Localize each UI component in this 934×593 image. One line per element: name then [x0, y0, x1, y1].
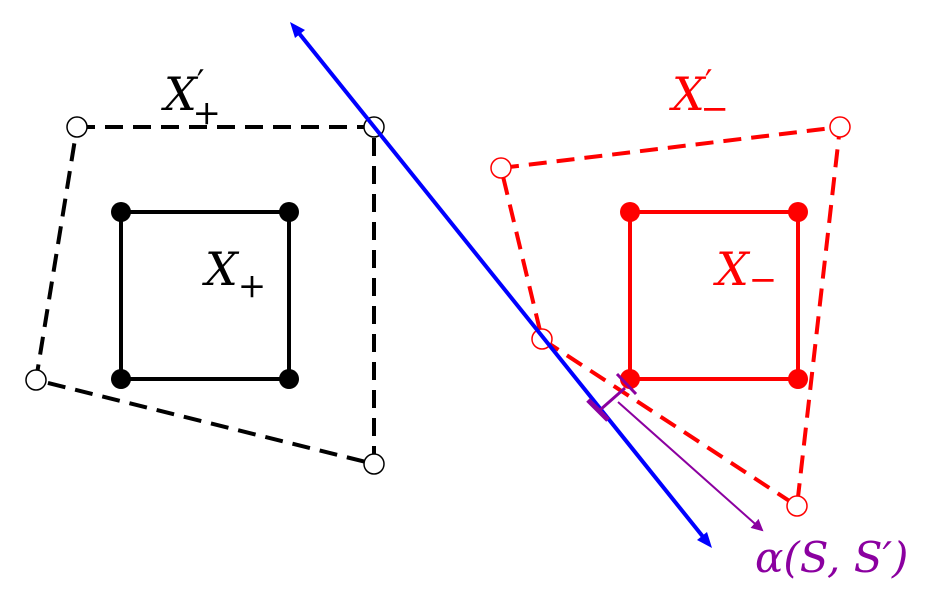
perturbed-point	[25, 369, 47, 391]
data-point	[111, 202, 131, 222]
margin-tick	[615, 372, 638, 396]
data-point	[788, 202, 808, 222]
margin-tick	[586, 398, 610, 422]
perturbed-point	[829, 116, 851, 138]
margin-indicator	[586, 372, 764, 532]
margin-arrow	[617, 401, 764, 532]
perturbed-point	[363, 453, 385, 475]
positive-original-set	[111, 202, 299, 389]
data-point	[279, 369, 299, 389]
arrow-head-icon	[697, 532, 712, 548]
arrow-head-icon	[290, 22, 305, 38]
label-x-plus: X+	[202, 242, 266, 306]
perturbed-point	[490, 157, 512, 179]
label-x-plus-prime: X′+	[161, 63, 221, 133]
perturbed-point	[786, 495, 808, 517]
separator-line	[290, 22, 712, 548]
data-point	[279, 202, 299, 222]
label-x-minus: X−	[713, 242, 777, 300]
data-point	[620, 202, 640, 222]
data-point	[788, 369, 808, 389]
negative-original-set	[620, 202, 808, 389]
perturbed-point	[66, 116, 88, 138]
label-margin: α(S, S′)	[755, 533, 908, 582]
data-point	[111, 369, 131, 389]
label-x-minus-prime: X′−	[669, 63, 729, 129]
